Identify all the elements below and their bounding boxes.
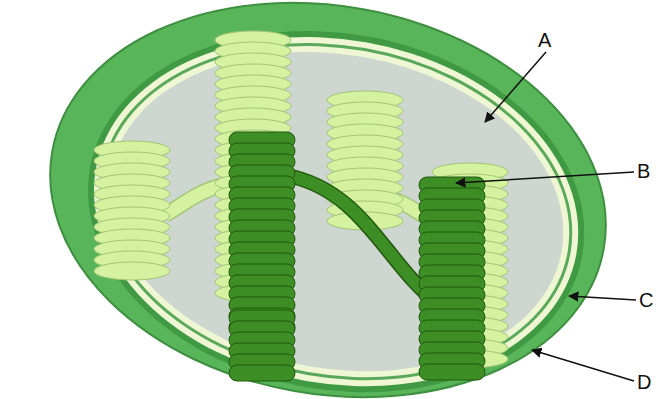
callout-letter: B: [637, 161, 650, 181]
leader-line: [456, 172, 634, 183]
leader-line: [569, 296, 636, 300]
callout-letter: C: [639, 290, 653, 310]
inner-membrane: [76, 10, 595, 399]
leader-line: [532, 350, 634, 381]
leader-lines: [456, 52, 636, 381]
outer-membrane: [19, 0, 638, 399]
callout-letter: D: [637, 372, 651, 392]
callout-letter: A: [538, 30, 551, 50]
outer-membrane-cut: [66, 0, 606, 399]
thylakoid-cut: [229, 132, 485, 381]
membrane-rim: [59, 0, 613, 399]
stroma: [83, 17, 589, 399]
intermembrane-line: [73, 7, 599, 399]
cut-lamella: [285, 175, 440, 305]
leader-line: [485, 52, 546, 122]
